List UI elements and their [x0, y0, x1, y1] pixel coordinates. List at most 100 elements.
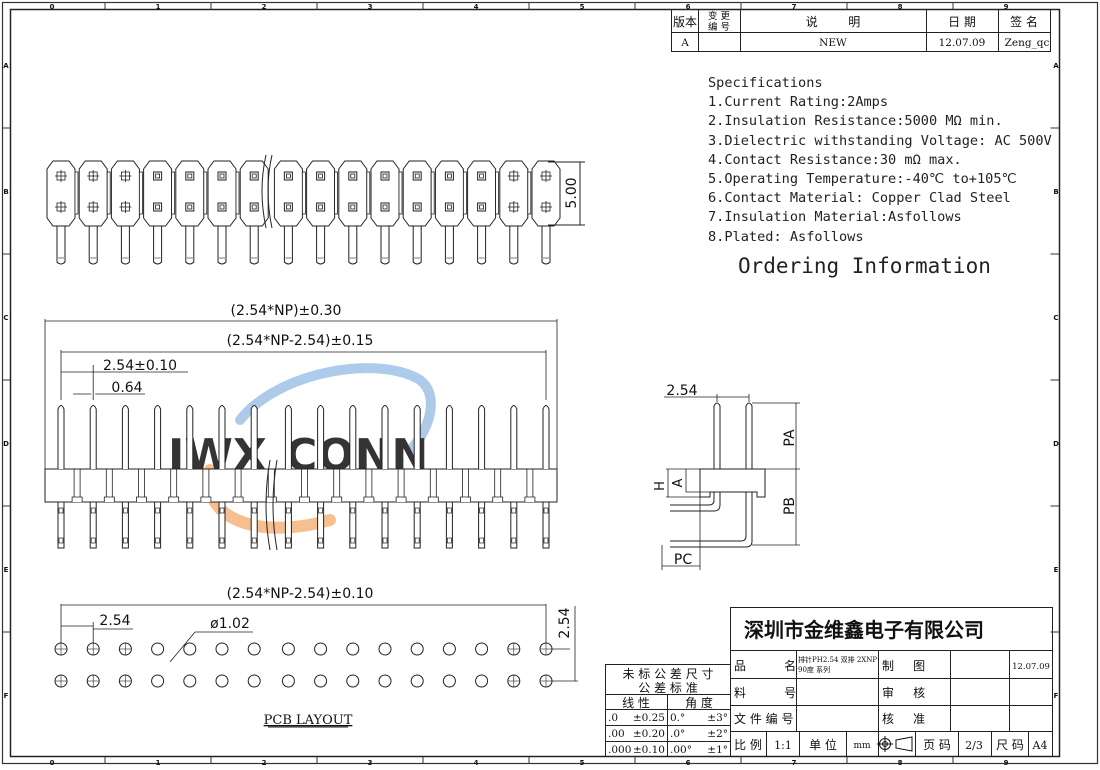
- pin-square-inner: [219, 173, 225, 179]
- housing-cell: [207, 160, 237, 227]
- pcb-hole: [475, 674, 489, 688]
- tb-scale-label: 比 例: [734, 738, 762, 752]
- housing-cell: [402, 160, 432, 227]
- tb-product-name-value-2: 90度 系列: [798, 665, 830, 674]
- pin-square: [477, 171, 487, 181]
- side-h-label: H: [653, 481, 668, 491]
- frame-column-marker: 4: [474, 3, 479, 11]
- spec-item: 1.Current Rating:2Amps: [708, 94, 889, 111]
- pin-tail: [316, 226, 326, 265]
- tb-unit-value: mm: [853, 741, 871, 751]
- pin-square: [249, 171, 259, 181]
- dim-leader: [169, 631, 196, 663]
- pin-square: [444, 202, 454, 212]
- rev-header-date: 日 期: [948, 15, 976, 29]
- tb-drawn-date: 12.07.09: [1012, 662, 1050, 672]
- pin-upper: [542, 405, 550, 469]
- frame-row-marker: C: [1053, 314, 1058, 322]
- pin-square: [348, 202, 358, 212]
- pin-upper: [445, 405, 453, 469]
- tb-product-name-label: 品 名: [734, 658, 796, 673]
- tol-linear-value: ±0.10: [633, 744, 665, 756]
- pcb-hole: [151, 642, 165, 656]
- pin-square-inner: [219, 204, 225, 210]
- pin-lower-detail: [90, 537, 96, 544]
- pin-tail: [120, 226, 130, 265]
- pin-upper: [250, 405, 258, 469]
- pin-upper: [381, 405, 389, 469]
- break-line: [265, 459, 271, 551]
- housing-gap: [398, 171, 403, 215]
- pin-square: [348, 171, 358, 181]
- pin-upper: [89, 405, 97, 469]
- frame-column-marker: 3: [368, 3, 373, 11]
- pin-lower: [349, 501, 357, 549]
- pin-square-inner: [155, 173, 161, 179]
- front-pin-width-dim: 0.64: [111, 380, 142, 396]
- housing-gap: [462, 171, 467, 215]
- side-pa-label: PA: [782, 429, 798, 447]
- pin-lower-detail: [286, 537, 291, 544]
- tb-size-label: 尺 码: [996, 738, 1024, 752]
- pin-square-inner: [251, 173, 257, 179]
- frame-column-marker: 9: [1004, 759, 1009, 766]
- pin-lower: [121, 501, 129, 549]
- housing-gap: [106, 171, 111, 215]
- rev-header-signature: 签 名: [1010, 14, 1038, 29]
- top-view-height-dim: 5.00: [564, 177, 580, 208]
- tb-unit-label: 单 位: [809, 737, 837, 752]
- tol-linear-format: .000: [608, 744, 631, 756]
- pin-upper: [478, 405, 486, 469]
- spec-item: 5.Operating Temperature:-40℃ to+105℃: [708, 171, 1017, 188]
- pin-upper: [154, 405, 162, 469]
- housing-cell: [110, 160, 140, 227]
- spec-item: 6.Contact Material: Copper Clad Steel: [708, 190, 1011, 207]
- pin-lower-detail: [286, 507, 291, 514]
- rev-header-change-no-1: 变 更: [708, 10, 731, 22]
- pin-lower-detail: [155, 507, 160, 514]
- pin-lower-detail: [123, 507, 128, 514]
- tol-angle-format: .00°: [670, 744, 692, 756]
- housing-side: [699, 468, 766, 498]
- pin-lower-detail: [123, 537, 128, 544]
- pin-square: [153, 202, 163, 212]
- pcb-hole: [215, 642, 229, 656]
- tol-col-angle: 角 度: [685, 695, 713, 710]
- rev-header-version: 版本: [673, 15, 697, 29]
- frame-row-marker: C: [3, 314, 8, 322]
- housing-notch: [103, 496, 115, 502]
- pcb-hole: [215, 674, 229, 688]
- pin-lower-detail: [251, 537, 257, 544]
- pcb-hole: [346, 642, 360, 656]
- rev-row-date: 12.07.09: [939, 37, 986, 49]
- revision-table: [671, 9, 1051, 52]
- pin-square: [412, 202, 422, 212]
- frame-column-marker: 5: [580, 3, 585, 11]
- pin-square-inner: [155, 204, 161, 210]
- front-pitch-dim: 2.54±0.10: [103, 358, 177, 374]
- housing-cell: [434, 160, 464, 227]
- pcb-hole-dim: ø1.02: [210, 616, 250, 632]
- pin-lower: [186, 501, 194, 549]
- pcb-hole: [281, 674, 295, 688]
- pcb-hole: [281, 642, 295, 656]
- frame-column-marker: 0: [50, 3, 55, 11]
- frame-column-marker: 1: [156, 3, 161, 11]
- side-pc-label: PC: [674, 552, 692, 568]
- frame-column-marker: 3: [368, 759, 373, 766]
- housing-notch: [492, 496, 504, 502]
- pin-lower-detail: [219, 507, 225, 514]
- rev-row-version: A: [680, 37, 689, 49]
- pin-square-inner: [479, 173, 485, 179]
- pcb-hole: [475, 642, 489, 656]
- housing-notch: [427, 496, 439, 502]
- frame-column-marker: 6: [686, 3, 691, 11]
- pin-tail: [88, 226, 98, 265]
- housing-cell: [273, 160, 303, 227]
- pin-lower-detail: [155, 537, 160, 544]
- tol-linear-format: .00: [608, 728, 625, 740]
- pin-tail: [249, 226, 259, 265]
- tol-angle-value: ±1°: [707, 744, 728, 756]
